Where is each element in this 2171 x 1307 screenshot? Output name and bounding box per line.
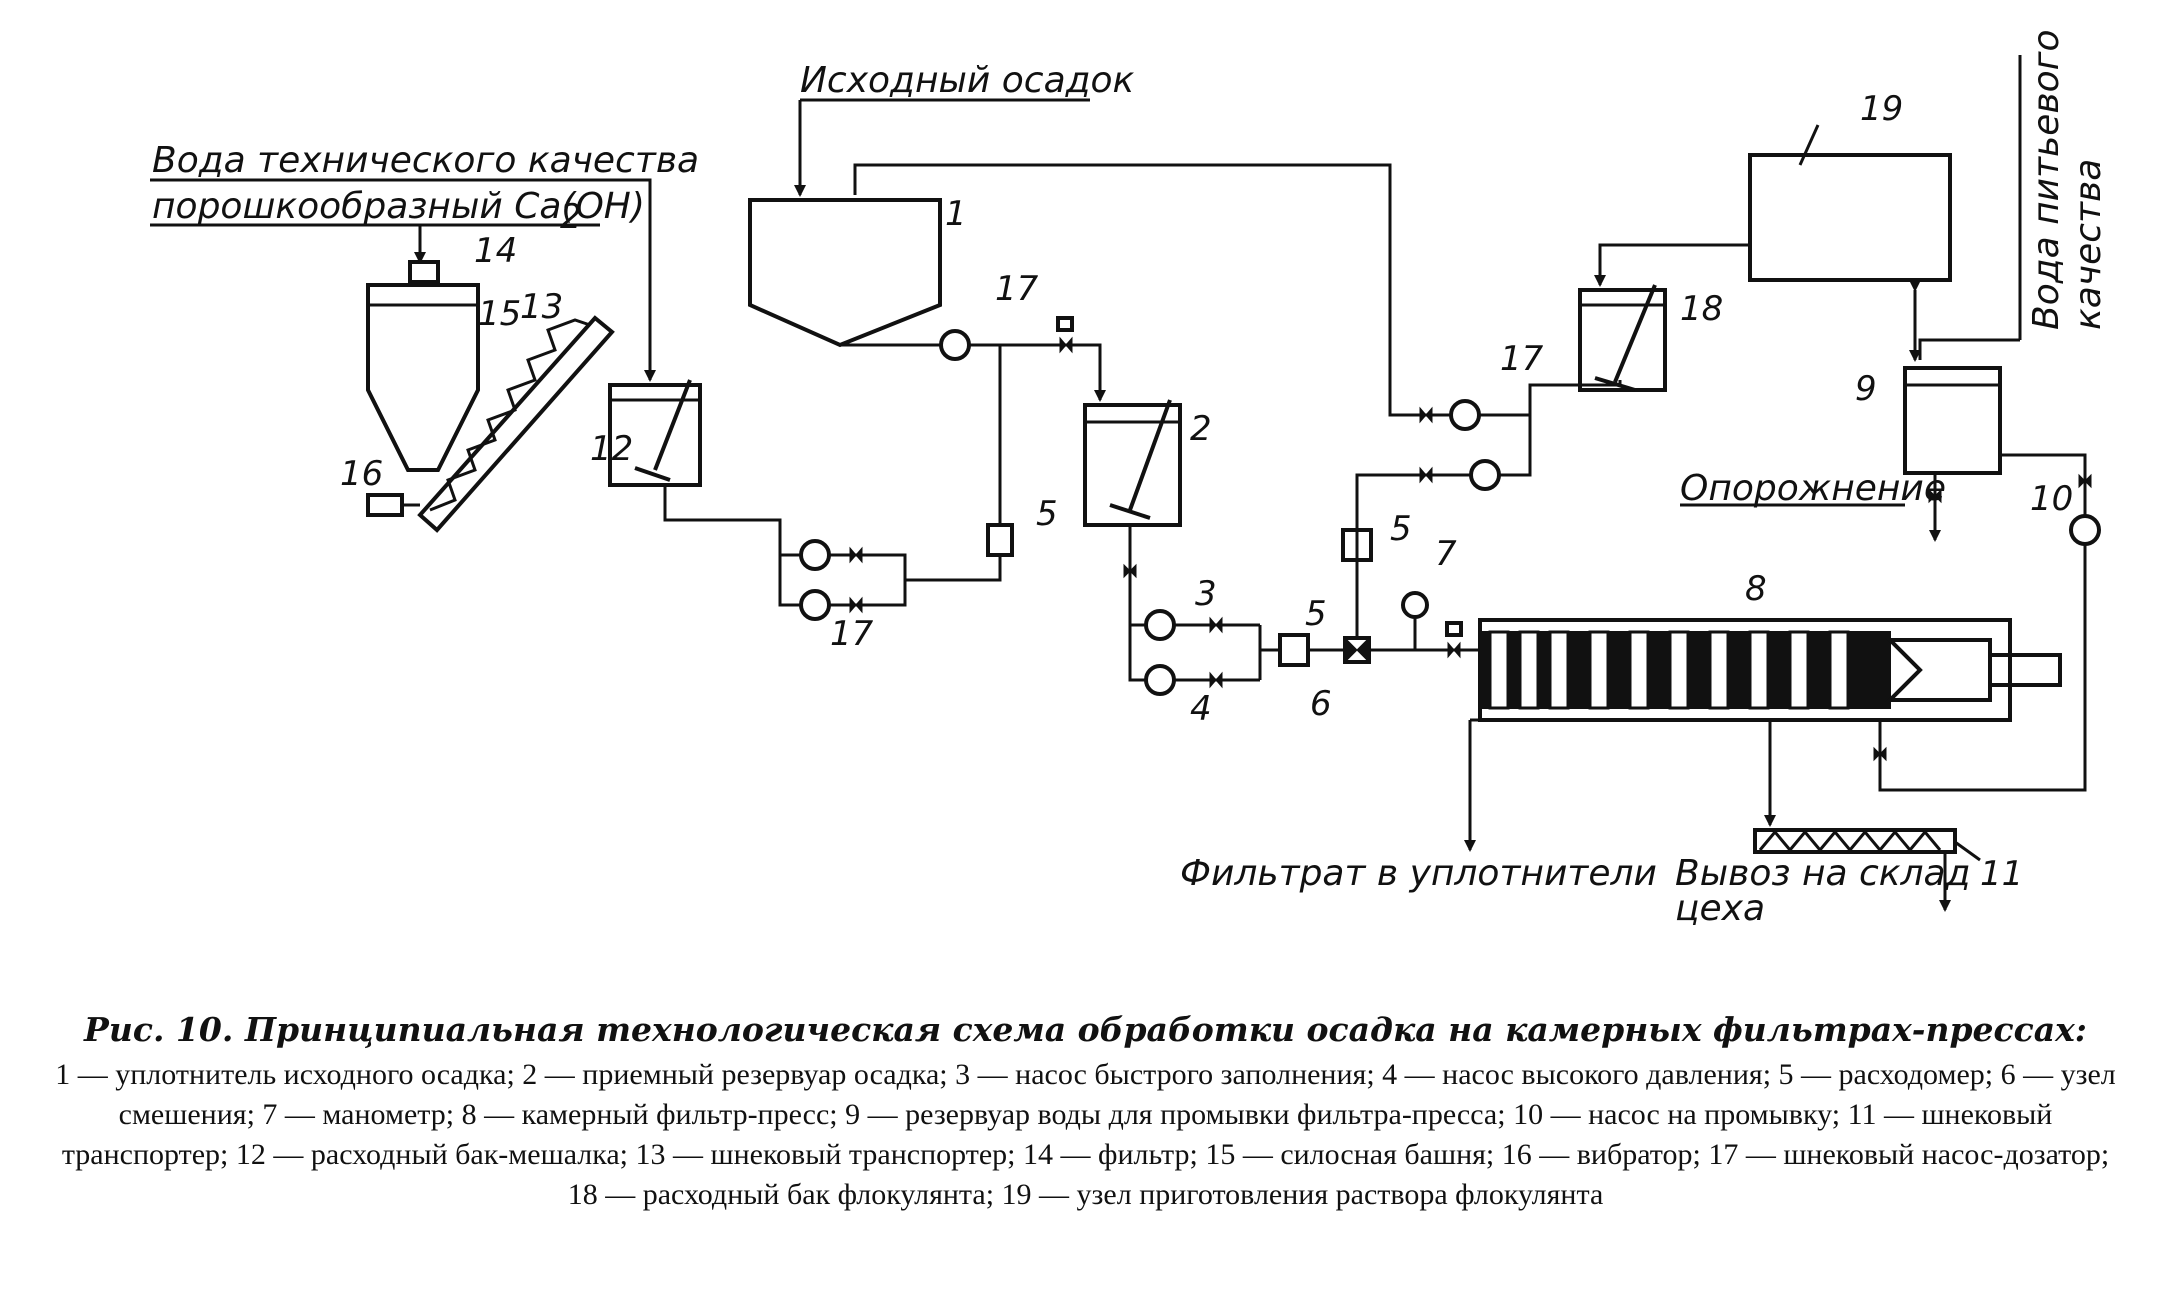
figure-caption: Рис. 10. Принципиальная технологическая … <box>40 1010 2131 1215</box>
flowmeter-b <box>1278 633 1310 667</box>
num-9: 9 <box>1855 369 1877 409</box>
num-11: 11 <box>1980 854 2023 894</box>
filtrate-label: Фильтрат в уплотнители <box>1180 853 1657 894</box>
num-5b: 5 <box>1305 594 1327 634</box>
export-label-line2: цеха <box>1675 888 1765 929</box>
vibrator-box <box>366 493 404 517</box>
emptying-label: Опорожнение <box>1680 468 1946 509</box>
num-2: 2 <box>1190 409 1212 449</box>
drinking-water-label-group: Вода питьевого качества <box>2018 29 2109 340</box>
high-pressure-pump <box>1144 664 1260 696</box>
filter-press <box>1478 618 2062 722</box>
export-label-line1: Вывоз на склад <box>1675 853 1971 894</box>
flocculant-pump-upper <box>1449 399 1481 431</box>
lime-subscript: 2 <box>560 197 582 237</box>
num-6: 6 <box>1310 684 1332 724</box>
num-10: 10 <box>2030 479 2073 519</box>
num-15: 15 <box>478 294 521 334</box>
flocculant-pump-lower <box>1469 459 1501 491</box>
silo-tower <box>366 260 480 517</box>
num-13: 13 <box>520 287 563 327</box>
num-17-bottom: 17 <box>830 614 874 654</box>
dosing-pump-top <box>939 329 971 361</box>
source-sludge-label-group: Исходный осадок <box>800 60 1135 102</box>
num-16: 16 <box>340 454 383 494</box>
fast-fill-pump <box>1144 609 1260 641</box>
wash-water-tank <box>1903 366 2002 475</box>
num-1: 1 <box>945 194 967 234</box>
drinking-water-label-line2: качества <box>2068 159 2109 330</box>
process-flow-diagram: Вода технического качества порошкообразн… <box>150 29 2109 929</box>
caption-title: Рис. 10. Принципиальная технологическая … <box>84 1010 2087 1049</box>
flocculant-tank <box>1578 284 1667 392</box>
manometer <box>1401 591 1429 619</box>
flowmeter-a <box>986 523 1014 557</box>
num-5c: 5 <box>1390 509 1412 549</box>
flowmeter-c <box>1341 528 1373 562</box>
mixing-tank <box>608 379 702 487</box>
inclined-screw-conveyor <box>417 315 615 533</box>
num-19: 19 <box>1860 89 1903 129</box>
flocculant-prep-unit <box>1748 153 1952 282</box>
sludge-thickener <box>748 198 942 348</box>
receiving-tank <box>1083 399 1182 527</box>
num-4: 4 <box>1190 689 1212 729</box>
horizontal-screw-conveyor <box>1753 828 1957 854</box>
powdered-lime-label: порошкообразный Ca(OH) <box>152 186 645 227</box>
num-14: 14 <box>474 231 517 271</box>
source-sludge-label: Исходный осадок <box>800 60 1135 101</box>
num-12: 12 <box>590 429 633 469</box>
num-17-top: 17 <box>995 269 1039 309</box>
num-5a: 5 <box>1036 494 1058 534</box>
caption-legend: 1 — уплотнитель исходного осадка; 2 — пр… <box>55 1058 2116 1211</box>
num-7: 7 <box>1435 534 1457 574</box>
wash-pump <box>2069 514 2101 546</box>
filter-box <box>408 260 440 284</box>
num-8: 8 <box>1745 569 1767 609</box>
num-18: 18 <box>1680 289 1723 329</box>
drinking-water-label-line1: Вода питьевого <box>2026 29 2067 330</box>
dosing-pump-pair-bottom <box>799 539 907 621</box>
industrial-water-label-group: Вода технического качества порошкообразн… <box>150 140 699 237</box>
num-3: 3 <box>1195 574 1217 614</box>
industrial-water-label: Вода технического качества <box>152 140 699 181</box>
mixing-node <box>1343 636 1371 664</box>
num-17-right: 17 <box>1500 339 1544 379</box>
